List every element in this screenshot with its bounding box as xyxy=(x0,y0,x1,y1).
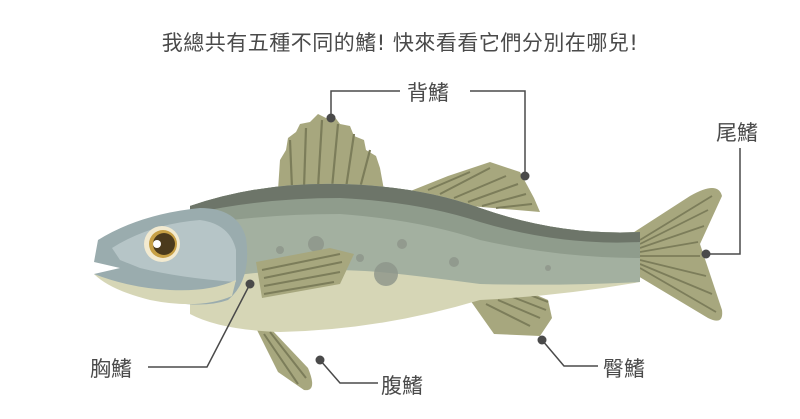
dorsal-fin-rear xyxy=(408,162,540,212)
label-pectoral-fin: 胸鰭 xyxy=(90,357,132,381)
caudal-fin xyxy=(628,188,723,321)
fish-head xyxy=(94,208,248,305)
fish-body xyxy=(190,183,640,332)
dorsal-leader-right xyxy=(470,90,526,176)
label-anal-fin: 臀鰭 xyxy=(603,357,645,381)
caudal-leader xyxy=(706,148,741,255)
label-pelvic-fin: 腹鰭 xyxy=(381,374,423,398)
pectoral-fin xyxy=(256,248,354,298)
dorsal-leader-left xyxy=(330,90,400,118)
pelvic-leader xyxy=(319,359,378,384)
anal-leader xyxy=(541,339,598,367)
dorsal-fin-front xyxy=(278,114,384,190)
label-dorsal-fin: 背鰭 xyxy=(407,81,449,105)
leader-lines xyxy=(148,90,741,384)
anal-fin xyxy=(470,288,552,336)
leader-dots xyxy=(245,113,711,365)
label-caudal-fin: 尾鰭 xyxy=(716,121,758,145)
diagram-title: 我總共有五種不同的鰭! 快來看看它們分別在哪兒! xyxy=(161,31,639,55)
pectoral-leader xyxy=(148,283,251,368)
pelvic-fin xyxy=(256,328,313,391)
